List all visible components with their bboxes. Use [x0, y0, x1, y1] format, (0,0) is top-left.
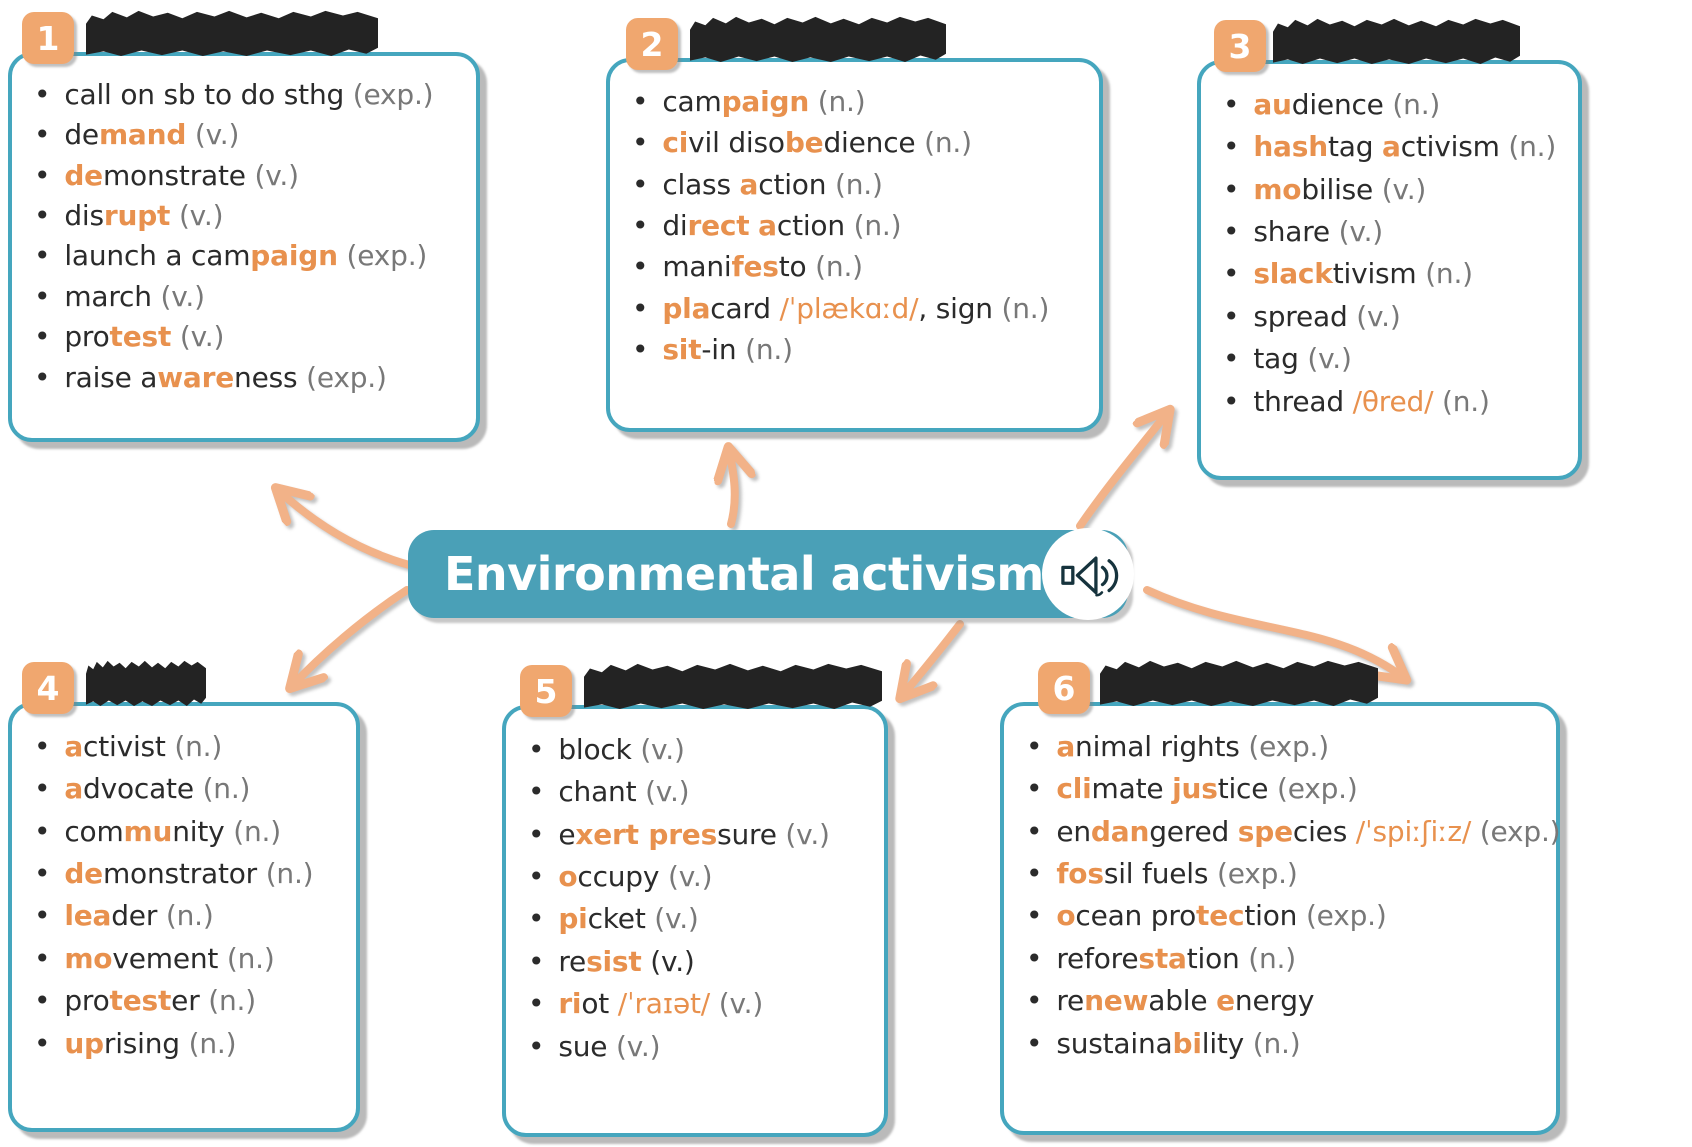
arrow-to-box-6 [1143, 586, 1404, 678]
arrow-to-box-4 [292, 586, 411, 686]
central-topic-pill: Environmental activism [408, 530, 1128, 618]
vocab-item: endangered species /ˈspiːʃiːz/ (exp.) [1026, 816, 1560, 847]
vocab-box-2: 2 campaign (n.) civil disobedience (n.) cl… [606, 16, 1103, 432]
vocab-item: launch a campaign (exp.) [34, 240, 456, 271]
vocab-item: march (v.) [34, 281, 456, 312]
vocab-item: movement (n.) [34, 943, 336, 974]
vocab-list: animal rights (exp.) climate justice (exp… [1026, 731, 1560, 1059]
vocab-item: placard /ˈplækɑːd/, sign (n.) [632, 293, 1079, 324]
vocab-item: campaign (n.) [632, 86, 1079, 117]
vocab-item: exert pressure (v.) [528, 819, 864, 850]
vocab-box-5: 5 block (v.) chant (v.) exert pressure (v.… [502, 663, 888, 1137]
vocab-item: chant (v.) [528, 776, 864, 807]
vocab-item: fossil fuels (exp.) [1026, 858, 1536, 889]
vocab-item: civil disobedience (n.) [632, 127, 1079, 158]
vocab-item: disrupt (v.) [34, 200, 456, 231]
vocab-item: tag (v.) [1223, 343, 1558, 374]
vocab-item: manifesto (n.) [632, 251, 1079, 282]
vocab-item: demonstrate (v.) [34, 160, 456, 191]
speaker-icon [1061, 556, 1119, 597]
redacted-header [690, 16, 946, 62]
vocab-item: leader (n.) [34, 900, 336, 931]
vocab-item: resist (v.) [528, 946, 864, 977]
vocab-item: protester (n.) [34, 985, 336, 1016]
redacted-header [1273, 18, 1520, 64]
vocab-item: slacktivism (n.) [1223, 258, 1558, 289]
redacted-header [86, 10, 378, 56]
vocab-item: hashtag activism (n.) [1223, 131, 1558, 162]
vocab-item: ocean protection (exp.) [1026, 900, 1536, 931]
box-number-badge: 4 [22, 662, 74, 714]
central-topic-title: Environmental activism [444, 547, 1044, 601]
vocab-item: share (v.) [1223, 216, 1558, 247]
vocab-item: reforestation (n.) [1026, 943, 1536, 974]
arrow-to-box-3 [1076, 412, 1168, 530]
vocab-item: occupy (v.) [528, 861, 864, 892]
vocab-item: advocate (n.) [34, 773, 336, 804]
vocab-list: audience (n.) hashtag activism (n.) mobili… [1223, 89, 1558, 417]
vocab-item: call on sb to do sthg (exp.) [34, 79, 456, 110]
vocab-item: protest (v.) [34, 321, 456, 352]
box-number-badge: 5 [520, 665, 572, 717]
arrow-to-box-2 [729, 450, 735, 528]
box-number-badge: 3 [1214, 20, 1266, 72]
vocab-item: thread /θred/ (n.) [1223, 385, 1558, 417]
vocab-item: raise awareness (exp.) [34, 361, 456, 393]
vocab-item: audience (n.) [1223, 89, 1558, 120]
vocab-item: spread (v.) [1223, 301, 1558, 332]
vocab-item: riot /ˈraɪət/ (v.) [528, 988, 864, 1019]
vocab-item: mobilise (v.) [1223, 174, 1558, 205]
audio-button[interactable] [1042, 528, 1134, 620]
vocab-item: activist (n.) [34, 731, 336, 762]
vocab-item: uprising (n.) [34, 1027, 336, 1059]
vocab-item: community (n.) [34, 816, 336, 847]
vocab-item: demonstrator (n.) [34, 858, 336, 889]
box-number-badge: 2 [626, 18, 678, 70]
vocab-item: sit-in (n.) [632, 334, 1079, 365]
vocab-item: picket (v.) [528, 903, 864, 934]
redacted-header [1100, 660, 1378, 706]
vocab-list: activist (n.) advocate (n.) community (n.)… [34, 731, 336, 1059]
vocab-item: direct action (n.) [632, 210, 1079, 241]
vocab-item: block (v.) [528, 734, 864, 765]
vocab-list: campaign (n.) civil disobedience (n.) clas… [632, 86, 1079, 366]
vocab-item: climate justice (exp.) [1026, 773, 1536, 804]
vocab-item: sustainability (n.) [1026, 1027, 1536, 1059]
vocab-item: animal rights (exp.) [1026, 731, 1536, 762]
vocab-item: demand (v.) [34, 119, 456, 150]
redacted-header [86, 660, 206, 706]
vocab-item: class action (n.) [632, 169, 1079, 200]
vocab-box-3: 3 audience (n.) hashtag activism (n.) mobi… [1197, 18, 1582, 480]
vocab-box-1: 1 call on sb to do sthg (exp.) demand (v.… [8, 10, 480, 442]
vocab-list: block (v.) chant (v.) exert pressure (v.) o… [528, 734, 864, 1062]
vocab-box-6: 6 animal rights (exp.) climate justice (e… [1000, 660, 1561, 1135]
arrow-to-box-5 [902, 620, 964, 696]
vocab-item: sue (v.) [528, 1030, 864, 1062]
box-number-badge: 1 [22, 12, 74, 64]
vocab-box-4: 4 activist (n.) advocate (n.) community (n… [8, 660, 360, 1132]
redacted-header [584, 663, 882, 709]
vocab-list: call on sb to do sthg (exp.) demand (v.) d… [34, 79, 456, 393]
box-number-badge: 6 [1038, 662, 1090, 714]
arrow-to-box-1 [278, 490, 417, 570]
vocab-item: renewable energy [1026, 985, 1536, 1016]
